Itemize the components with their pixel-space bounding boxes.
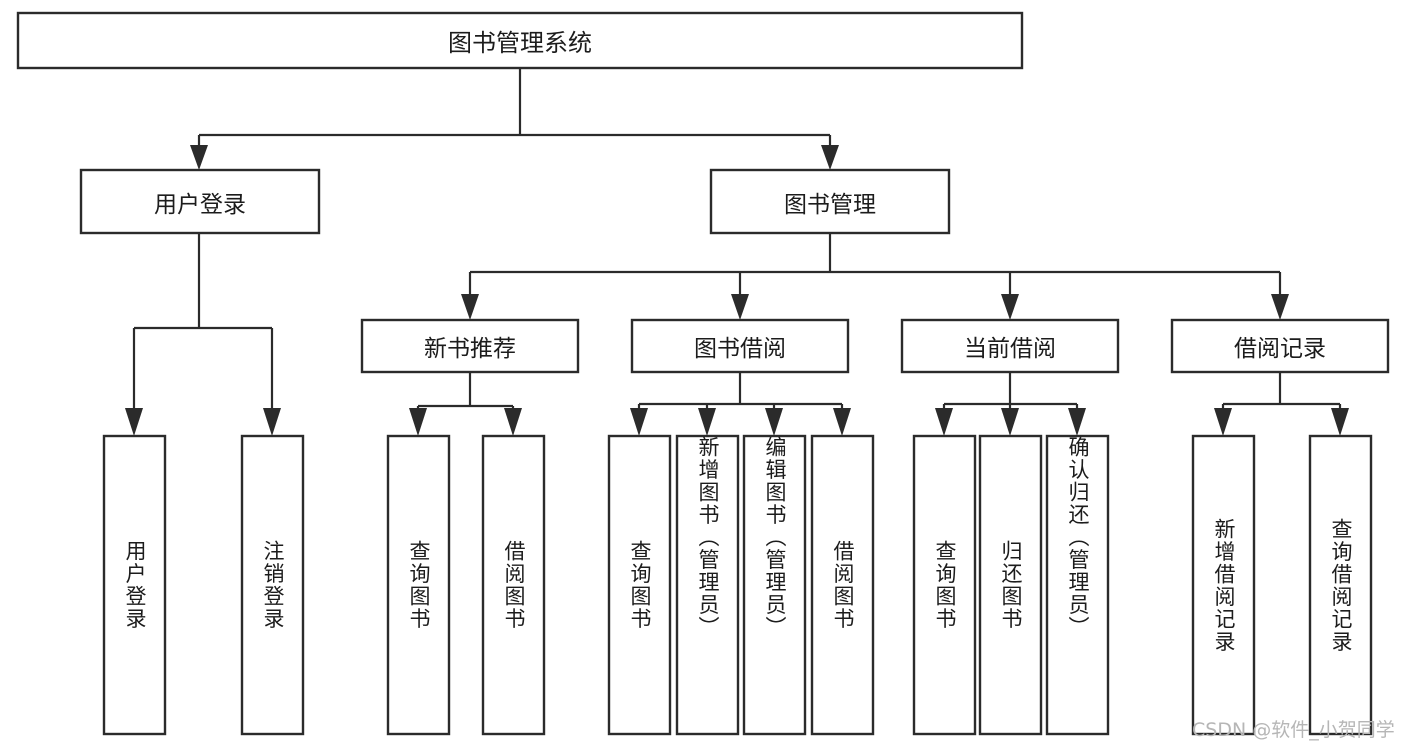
leaf-box-user-login-1[interactable] [102, 434, 167, 736]
arrow-borrowrecord-leaf-2 [1331, 408, 1349, 436]
leaf-box-book-borrow-1[interactable] [607, 434, 672, 736]
arrow-bookborrow-leaf-3 [765, 408, 783, 436]
arrow-root-to-book-mgmt [821, 145, 839, 170]
arrow-userlogin-leaf-1 [125, 408, 143, 436]
node-book-management[interactable] [709, 168, 951, 235]
arrow-bookmgmt-to-borrow-record [1271, 294, 1289, 320]
leaf-box-new-book-2[interactable] [481, 434, 546, 736]
arrow-bookborrow-leaf-1 [630, 408, 648, 436]
leaf-box-current-borrow-3[interactable] [1045, 434, 1110, 736]
leaf-box-user-login-2[interactable] [240, 434, 305, 736]
arrow-bookmgmt-to-current-borrow [1001, 294, 1019, 320]
arrow-root-to-user-login [190, 145, 208, 170]
node-book-borrow[interactable] [630, 318, 850, 374]
leaf-box-current-borrow-1[interactable] [912, 434, 977, 736]
arrow-newbook-leaf-2 [504, 408, 522, 436]
leaf-box-borrow-record-1[interactable] [1191, 434, 1256, 736]
node-new-book-recommend[interactable] [360, 318, 580, 374]
leaf-box-book-borrow-3[interactable] [742, 434, 807, 736]
node-root-system[interactable] [16, 11, 1024, 70]
arrow-userlogin-leaf-2 [263, 408, 281, 436]
arrow-newbook-leaf-1 [409, 408, 427, 436]
leaf-box-new-book-1[interactable] [386, 434, 451, 736]
arrow-currentborrow-leaf-3 [1068, 408, 1086, 436]
node-borrow-record[interactable] [1170, 318, 1390, 374]
arrow-bookborrow-leaf-2 [698, 408, 716, 436]
leaf-box-book-borrow-2[interactable] [675, 434, 740, 736]
leaf-box-current-borrow-2[interactable] [978, 434, 1043, 736]
arrow-bookborrow-leaf-4 [833, 408, 851, 436]
arrow-currentborrow-leaf-1 [935, 408, 953, 436]
node-user-login[interactable] [79, 168, 321, 235]
leaf-box-book-borrow-4[interactable] [810, 434, 875, 736]
arrow-currentborrow-leaf-2 [1001, 408, 1019, 436]
arrow-bookmgmt-to-book-borrow [731, 294, 749, 320]
node-current-borrow[interactable] [900, 318, 1120, 374]
leaf-box-borrow-record-2[interactable] [1308, 434, 1373, 736]
arrow-borrowrecord-leaf-1 [1214, 408, 1232, 436]
arrow-bookmgmt-to-new-book [461, 294, 479, 320]
